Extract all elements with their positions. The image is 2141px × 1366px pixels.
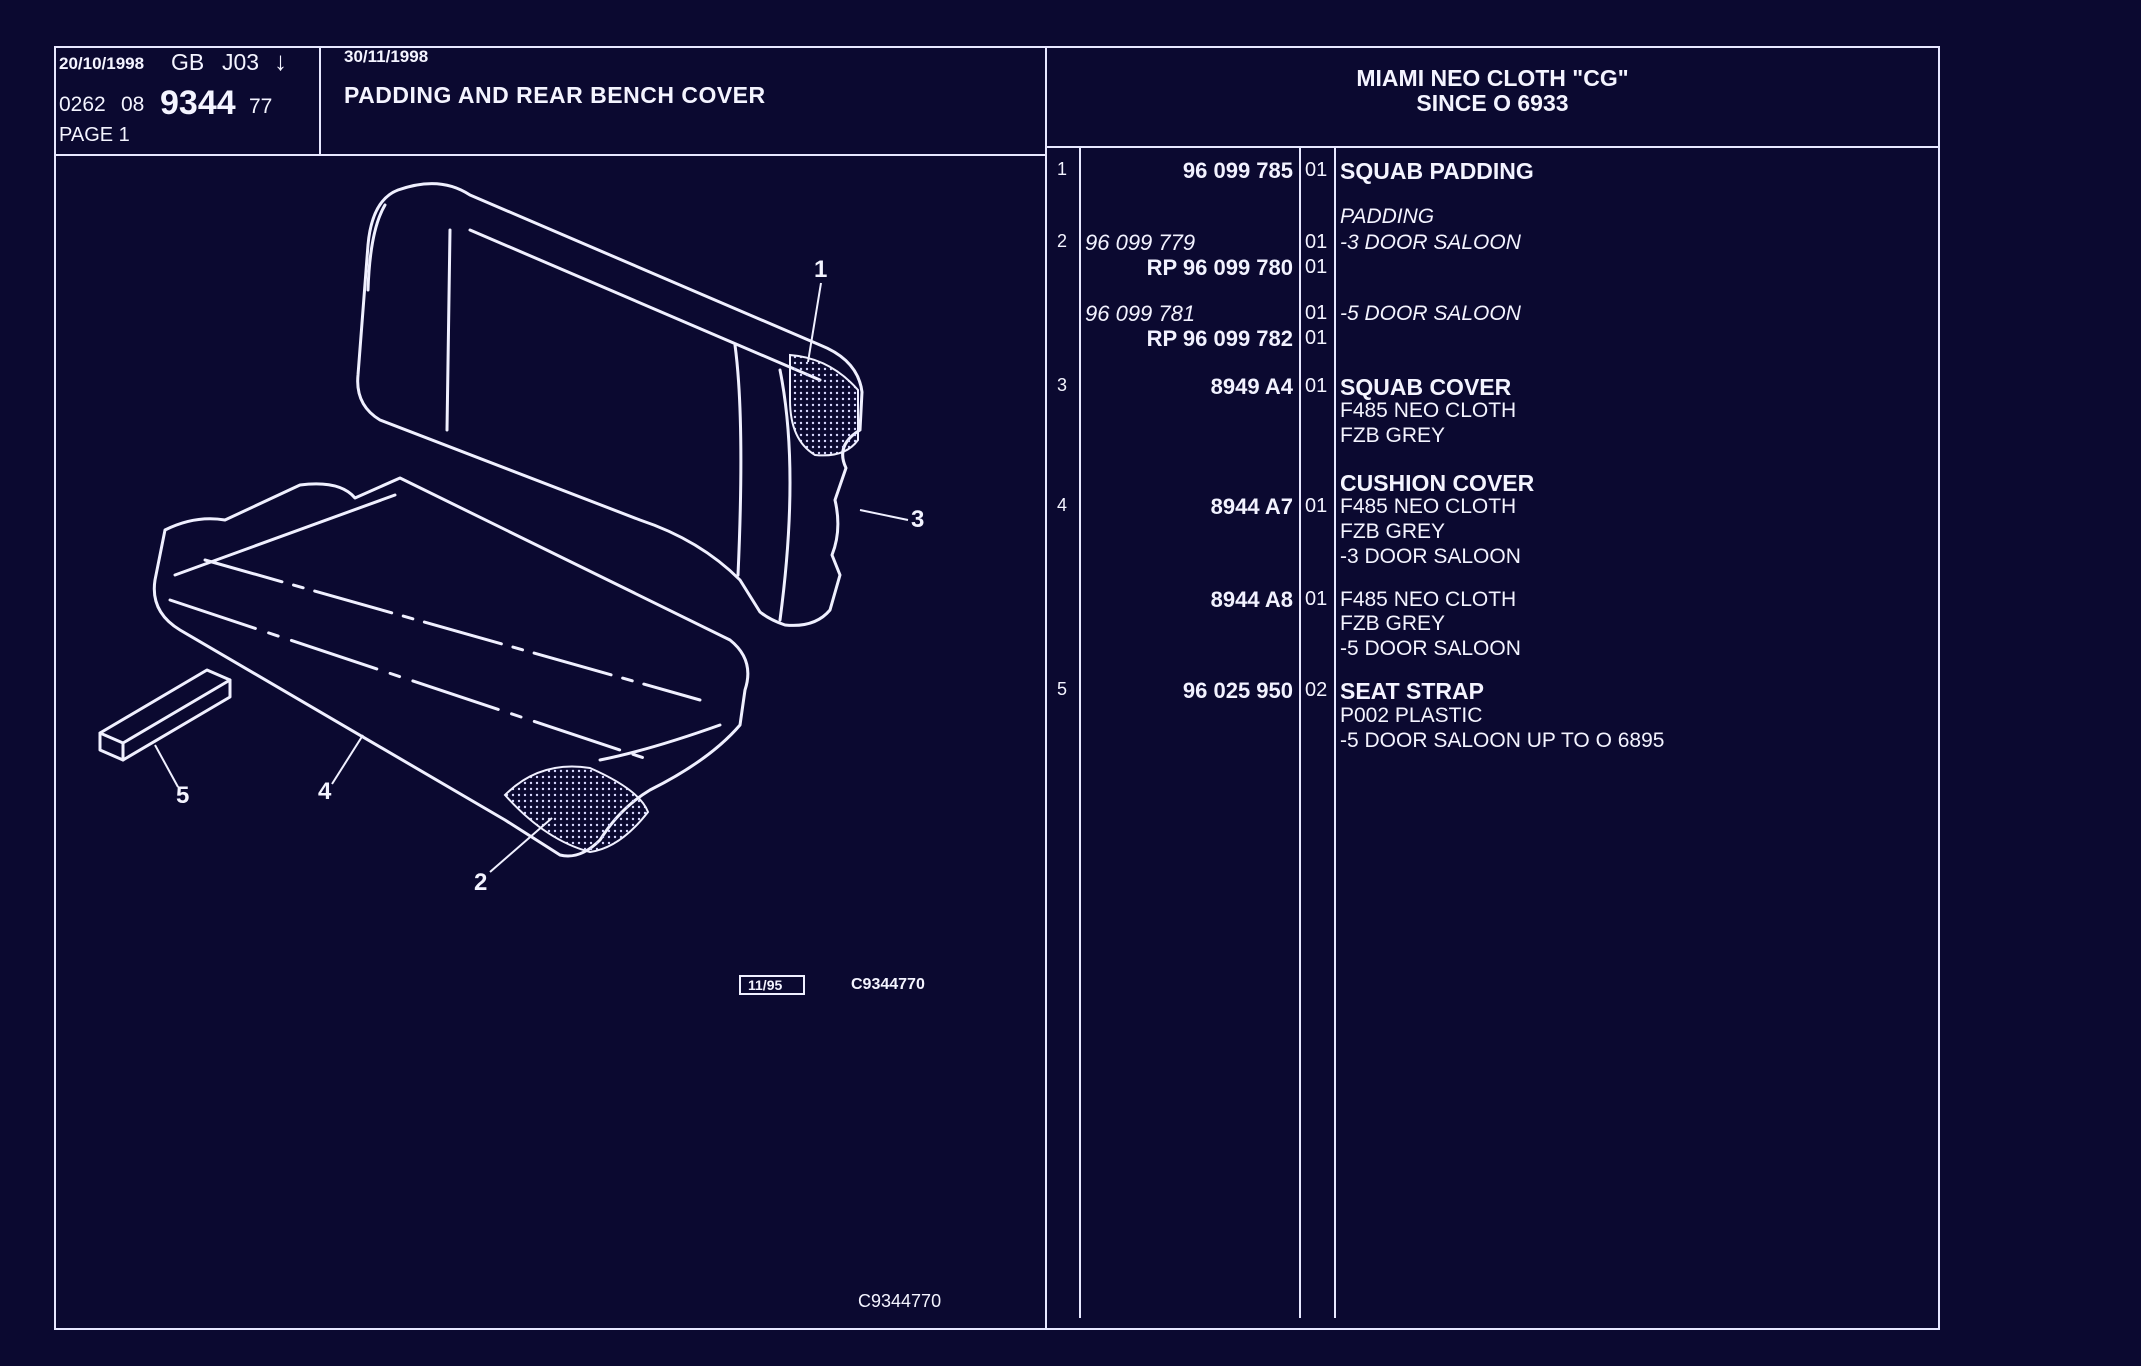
exploded-seat-diagram [98, 182, 909, 995]
callout-5: 5 [176, 782, 190, 809]
section-code: J03 [222, 49, 260, 75]
part-description: PADDING [1340, 205, 1435, 228]
part-number: RP 96 099 782 [1146, 326, 1293, 351]
table-col-item [1079, 148, 1081, 1318]
part-number: 96 025 950 [1182, 678, 1293, 703]
sheet-frame [54, 46, 1940, 1330]
cushion-padding-2 [503, 765, 650, 854]
quantity: 01 [1305, 495, 1328, 517]
part-description: SQUAB PADDING [1340, 158, 1534, 184]
quantity: 01 [1305, 302, 1328, 324]
part-description: -5 DOOR SALOON UP TO O 6895 [1340, 729, 1665, 752]
trim-title: MIAMI NEO CLOTH "CG" [1356, 65, 1629, 91]
part-description: -3 DOOR SALOON [1340, 545, 1521, 568]
ref-prefix-b: 08 [121, 93, 145, 116]
item-number: 2 [1057, 231, 1068, 251]
part-number: RP 96 099 780 [1146, 255, 1293, 280]
date-issued: 20/10/1998 [59, 54, 145, 73]
table-col-qty-right [1334, 148, 1336, 1318]
table-col-qty-left [1299, 148, 1301, 1318]
callout-3: 3 [911, 506, 925, 533]
callout-1: 1 [814, 256, 828, 283]
main-col-divider [1045, 46, 1047, 1330]
part-number: 96 099 779 [1085, 230, 1196, 255]
revision-date: 30/11/1998 [344, 47, 429, 66]
quantity: 01 [1305, 256, 1328, 278]
squab-outline [356, 182, 864, 627]
cushion-outline [152, 476, 750, 858]
callout-4: 4 [318, 778, 332, 805]
quantity: 01 [1305, 375, 1328, 397]
part-number: 8944 A8 [1210, 587, 1293, 612]
ref-suffix: 77 [249, 95, 273, 118]
header-divider-left [54, 154, 1045, 156]
part-description: -5 DOOR SALOON [1340, 637, 1521, 660]
ref-main-number: 9344 [160, 84, 236, 122]
header-divider-right [1045, 146, 1940, 148]
part-description: P002 PLASTIC [1340, 704, 1483, 727]
seat-strap [98, 668, 232, 762]
part-description: CUSHION COVER [1340, 470, 1535, 496]
quantity: 01 [1305, 327, 1328, 349]
part-number: 96 099 785 [1182, 158, 1293, 183]
part-description: F485 NEO CLOTH [1340, 399, 1517, 422]
part-description: F485 NEO CLOTH [1340, 588, 1517, 611]
item-number: 1 [1057, 159, 1068, 179]
item-number: 5 [1057, 679, 1068, 699]
ref-prefix-a: 0262 [59, 93, 106, 116]
header-col-divider [319, 46, 321, 154]
language-code: GB [171, 49, 205, 75]
part-description: SEAT STRAP [1340, 678, 1484, 704]
part-description: FZB GREY [1340, 520, 1446, 543]
quantity: 01 [1305, 231, 1328, 253]
part-number: 8949 A4 [1210, 374, 1293, 399]
part-description: F485 NEO CLOTH [1340, 495, 1517, 518]
arrow-down-icon: ↓ [274, 46, 287, 76]
part-description: SQUAB COVER [1340, 374, 1512, 400]
callout-2: 2 [474, 869, 488, 896]
diagram-stamp: 11/95 [748, 977, 783, 993]
part-description: FZB GREY [1340, 424, 1446, 447]
part-number: 8944 A7 [1210, 494, 1293, 519]
part-description: FZB GREY [1340, 612, 1446, 635]
part-number: 96 099 781 [1085, 301, 1196, 326]
item-number: 3 [1057, 375, 1068, 395]
item-number: 4 [1057, 495, 1068, 515]
diagram-ref: C9344770 [851, 976, 925, 993]
trim-since: SINCE O 6933 [1416, 90, 1569, 116]
quantity: 02 [1305, 679, 1328, 701]
squab-padding-1 [789, 353, 859, 457]
quantity: 01 [1305, 588, 1328, 610]
part-description: -5 DOOR SALOON [1340, 302, 1521, 325]
page-number: PAGE 1 [59, 124, 130, 146]
part-description: -3 DOOR SALOON [1340, 231, 1521, 254]
footer-ref: C9344770 [858, 1291, 942, 1311]
quantity: 01 [1305, 159, 1328, 181]
page-title: PADDING AND REAR BENCH COVER [344, 82, 766, 108]
